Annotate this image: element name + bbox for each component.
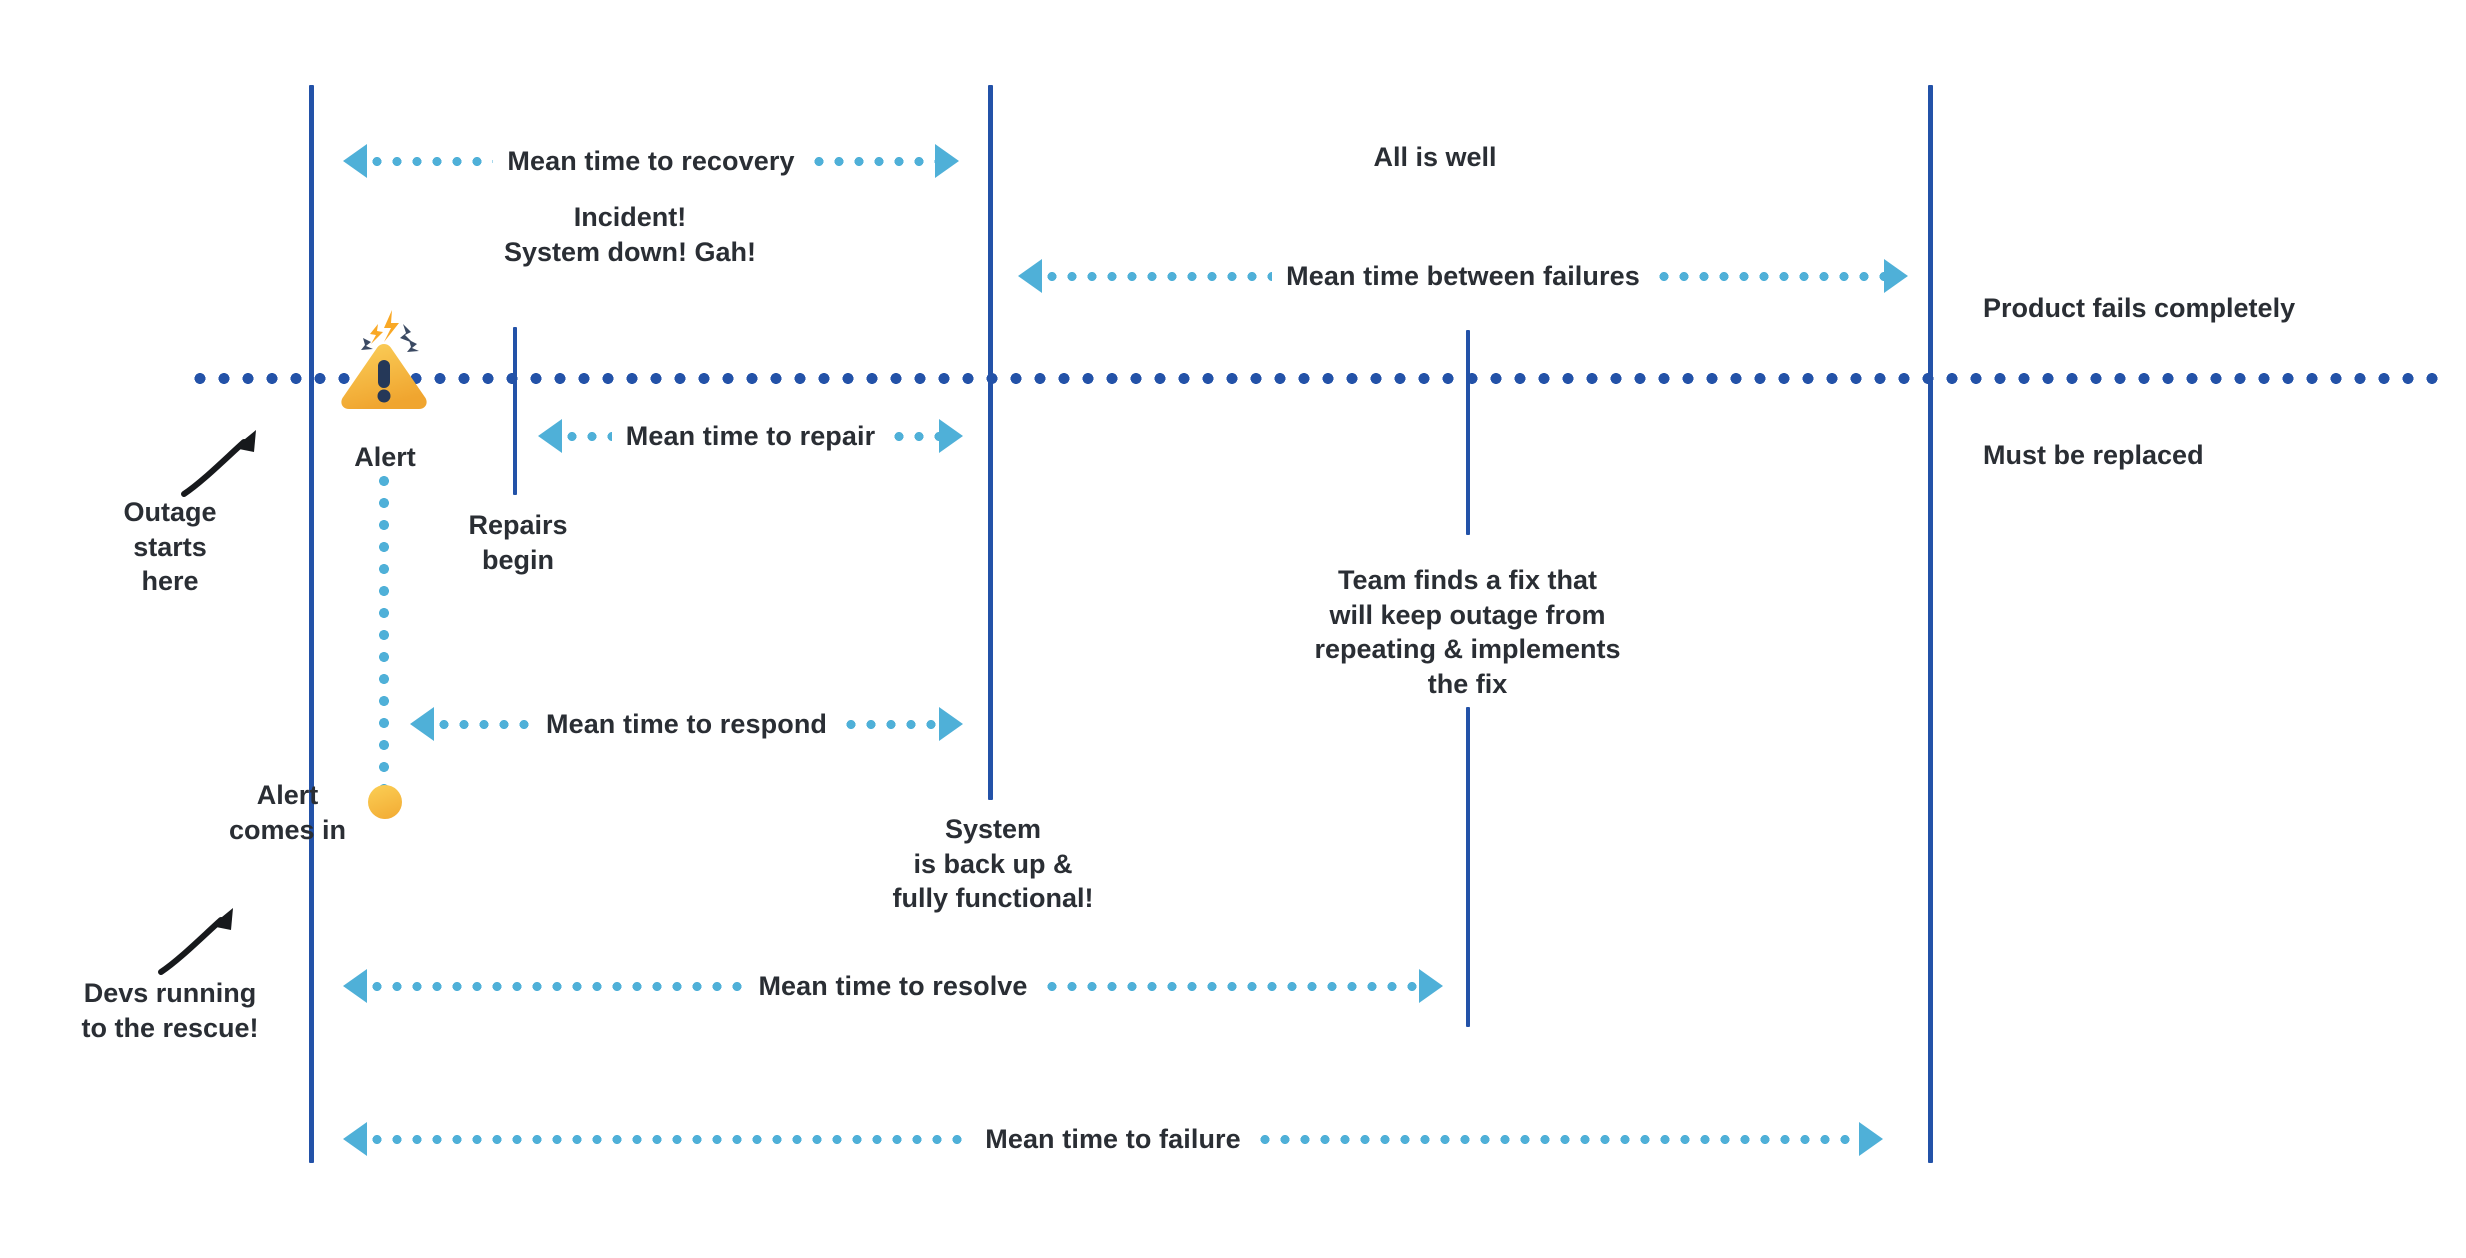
arrow-head-left-icon	[1018, 259, 1042, 293]
measure-mean-time-to-repair: Mean time to repair	[538, 415, 963, 457]
measure-label: Mean time to failure	[985, 1123, 1241, 1154]
measure-mean-time-between-failures: Mean time between failures	[1018, 255, 1908, 297]
alert-dot-icon	[368, 785, 402, 819]
milestone-line-repairs-begin	[513, 327, 517, 495]
arrow-head-right-icon	[1419, 969, 1443, 1003]
repairs-begin-label: Repairs begin	[468, 510, 568, 575]
arrow-head-right-icon	[1859, 1122, 1884, 1156]
measure-dots-right	[808, 156, 935, 166]
measure-dots-left	[1042, 271, 1273, 281]
curved-arrow-up-right-icon-outage	[178, 420, 288, 505]
measure-dots-right	[889, 431, 939, 441]
milestone-line-system-back-up	[988, 85, 993, 800]
arrow-head-left-icon	[343, 1122, 367, 1156]
measure-label: Mean time to recovery	[507, 145, 795, 176]
milestone-line-fix-upper	[1466, 330, 1470, 535]
measure-dots-left	[434, 719, 532, 729]
curved-arrow-up-right-icon-devs	[155, 898, 265, 983]
main-timeline-dotted-line	[188, 373, 2448, 384]
measure-dots-right	[841, 719, 939, 729]
team-finds-fix-label: Team finds a fix that will keep outage f…	[1314, 565, 1621, 699]
outage-starts-here-label: Outage starts here	[123, 497, 217, 597]
measure-label: Mean time to repair	[625, 420, 876, 451]
system-back-up-label: System is back up & fully functional!	[892, 814, 1094, 914]
arrow-head-left-icon	[410, 707, 434, 741]
devs-running-label: Devs running to the rescue!	[81, 978, 259, 1043]
arrow-head-right-icon	[939, 707, 963, 741]
arrow-head-left-icon	[538, 419, 562, 453]
measure-dots-right	[1653, 271, 1884, 281]
measure-dots-left	[367, 156, 494, 166]
milestone-line-product-fails	[1928, 85, 1933, 1163]
product-fails-label: Product fails completely	[1983, 293, 2296, 323]
all-is-well-label: All is well	[1373, 142, 1497, 172]
incident-label: Incident! System down! Gah!	[503, 202, 757, 267]
must-be-replaced-label: Must be replaced	[1983, 440, 2204, 470]
milestone-line-fix-lower	[1466, 707, 1470, 1027]
alert-triangle-icon	[337, 306, 431, 410]
alert-comes-in-label: Alert comes in	[228, 780, 347, 845]
measure-mean-time-to-resolve: Mean time to resolve	[343, 965, 1443, 1007]
alert-label: Alert	[354, 442, 416, 472]
measure-dots-left	[367, 981, 745, 991]
arrow-head-right-icon	[1884, 259, 1908, 293]
milestone-line-outage-start	[309, 85, 314, 1163]
arrow-head-right-icon	[935, 144, 959, 178]
arrow-head-left-icon	[343, 144, 367, 178]
measure-label: Mean time to resolve	[758, 970, 1028, 1001]
measure-mean-time-to-failure: Mean time to failure	[343, 1118, 1884, 1160]
measure-dots-left	[367, 1134, 972, 1144]
arrow-head-right-icon	[939, 419, 963, 453]
measure-mean-time-to-respond: Mean time to respond	[410, 703, 963, 745]
measure-mean-time-to-recovery: Mean time to recovery	[343, 140, 959, 182]
measure-label: Mean time between failures	[1286, 260, 1640, 291]
measure-label: Mean time to respond	[545, 708, 828, 739]
alert-connector-dotted-line	[379, 470, 389, 790]
arrow-head-left-icon	[343, 969, 367, 1003]
measure-dots-right	[1254, 1134, 1860, 1144]
measure-dots-left	[562, 431, 612, 441]
measure-dots-right	[1041, 981, 1419, 991]
